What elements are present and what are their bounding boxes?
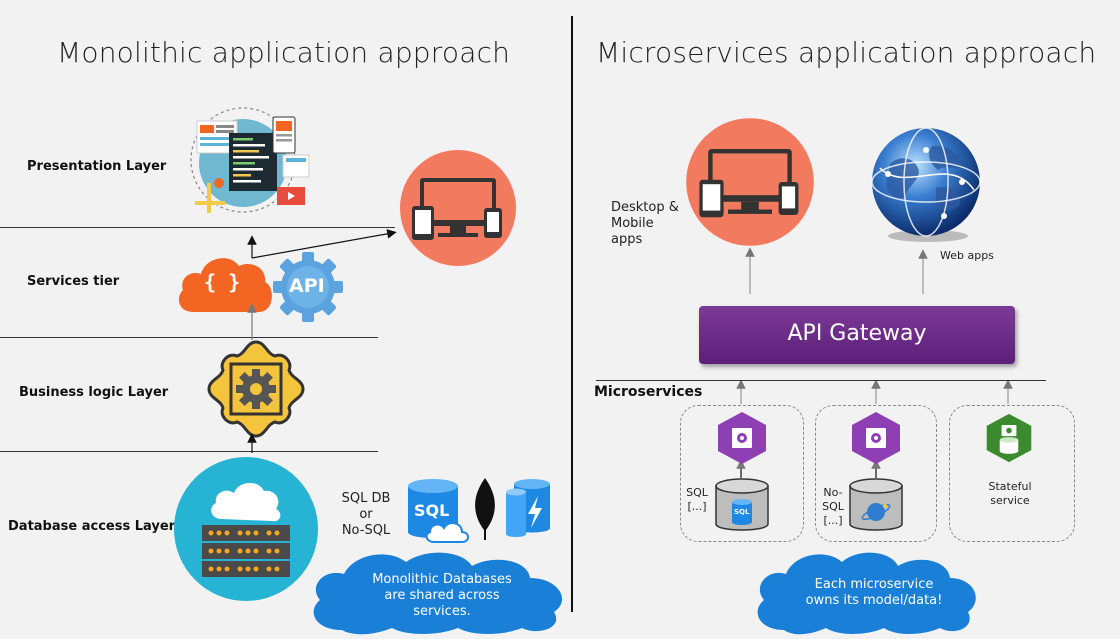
layer-divider-3 <box>0 451 378 452</box>
sql-db-caption-line-1: SQL DB <box>341 491 391 506</box>
nosql-service-caption: No- SQL [...] <box>820 486 846 528</box>
monolith-cloud-line-1: Monolithic Databases <box>372 572 512 587</box>
sql-database-icon <box>408 479 469 543</box>
monolith-devices-icon <box>400 150 516 266</box>
sql-db-caption-line-3: No-SQL <box>341 523 391 538</box>
microservices-cloud-line-2: owns its model/data! <box>805 593 943 608</box>
database-access-layer-label: Database access Layer <box>8 519 176 534</box>
microservice-box-nosql <box>815 405 937 542</box>
api-gateway: API Gateway <box>699 306 1015 364</box>
business-logic-gear-icon <box>207 340 305 438</box>
globe-icon <box>871 127 981 242</box>
microservices-title: Microservices application approach <box>596 36 1097 69</box>
sql-db-cylinder-icon <box>715 478 769 531</box>
monolith-cloud-text: Monolithic Databases are shared across s… <box>342 572 542 620</box>
sql-db-caption-line-2: or <box>359 507 373 522</box>
microservices-cloud-line-1: Each microservice <box>814 577 934 592</box>
center-divider <box>571 16 573 612</box>
services-tier-label: Services tier <box>27 274 120 289</box>
nosql-service-caption-line-3: [...] <box>823 514 843 527</box>
microservices-label: Microservices <box>594 384 703 400</box>
microservices-cloud-text: Each microservice owns its model/data! <box>774 577 974 609</box>
monolith-connectors <box>247 229 397 453</box>
nosql-db-cylinder-icon <box>849 478 903 531</box>
api-gear-icon <box>273 252 343 322</box>
stateful-service-hex-icon <box>986 413 1032 463</box>
stateful-caption-line-2: service <box>990 494 1030 507</box>
nosql-service-caption-line-1: No- <box>823 486 843 499</box>
stateful-caption-line-1: Stateful <box>988 480 1032 493</box>
business-logic-layer-label: Business logic Layer <box>19 385 169 400</box>
braces-label: { } <box>204 270 241 294</box>
desktop-caption-line-2: Mobile <box>611 216 654 231</box>
web-apps-caption: Web apps <box>940 249 994 262</box>
mongodb-leaf-icon <box>475 478 495 540</box>
monolith-cloud-line-2: are shared across <box>384 588 500 603</box>
layer-divider-1 <box>0 227 395 228</box>
desktop-caption-line-3: apps <box>611 232 643 247</box>
sql-db-mini-badge: SQL <box>734 508 750 516</box>
presentation-layer-label: Presentation Layer <box>27 159 167 174</box>
sql-service-caption: SQL [...] <box>684 486 710 514</box>
monolith-cloud-shape <box>313 552 563 635</box>
microservice-hex-icon-2 <box>852 412 900 464</box>
web-design-illustration <box>190 107 310 213</box>
sql-service-caption-line-2: [...] <box>687 500 707 513</box>
sql-service-caption-line-1: SQL <box>686 486 708 499</box>
monolithic-title: Monolithic application approach <box>57 36 511 69</box>
microservices-devices-icon <box>686 118 814 246</box>
microservices-cloud-shape <box>757 552 976 635</box>
stateful-service-caption: Stateful service <box>979 480 1041 508</box>
layer-divider-2 <box>0 337 378 338</box>
desktop-mobile-caption: Desktop & Mobile apps <box>611 200 679 248</box>
sql-db-caption: SQL DB or No-SQL <box>340 491 392 539</box>
database-server-icon <box>174 457 318 601</box>
microservice-hex-icon-1 <box>718 412 766 464</box>
monolith-cloud-line-3: services. <box>413 604 471 619</box>
cosmos-db-icon <box>506 479 550 537</box>
desktop-caption-line-1: Desktop & <box>611 200 679 215</box>
gateway-connectors <box>736 247 1013 478</box>
microservice-box-sql <box>680 405 804 542</box>
microservice-box-stateful <box>949 405 1075 542</box>
microservices-divider <box>596 380 1046 381</box>
orange-cloud-icon <box>178 258 272 312</box>
nosql-service-caption-line-2: SQL <box>822 500 844 513</box>
sql-badge-label: SQL <box>414 501 450 520</box>
api-badge-label: API <box>289 275 325 297</box>
